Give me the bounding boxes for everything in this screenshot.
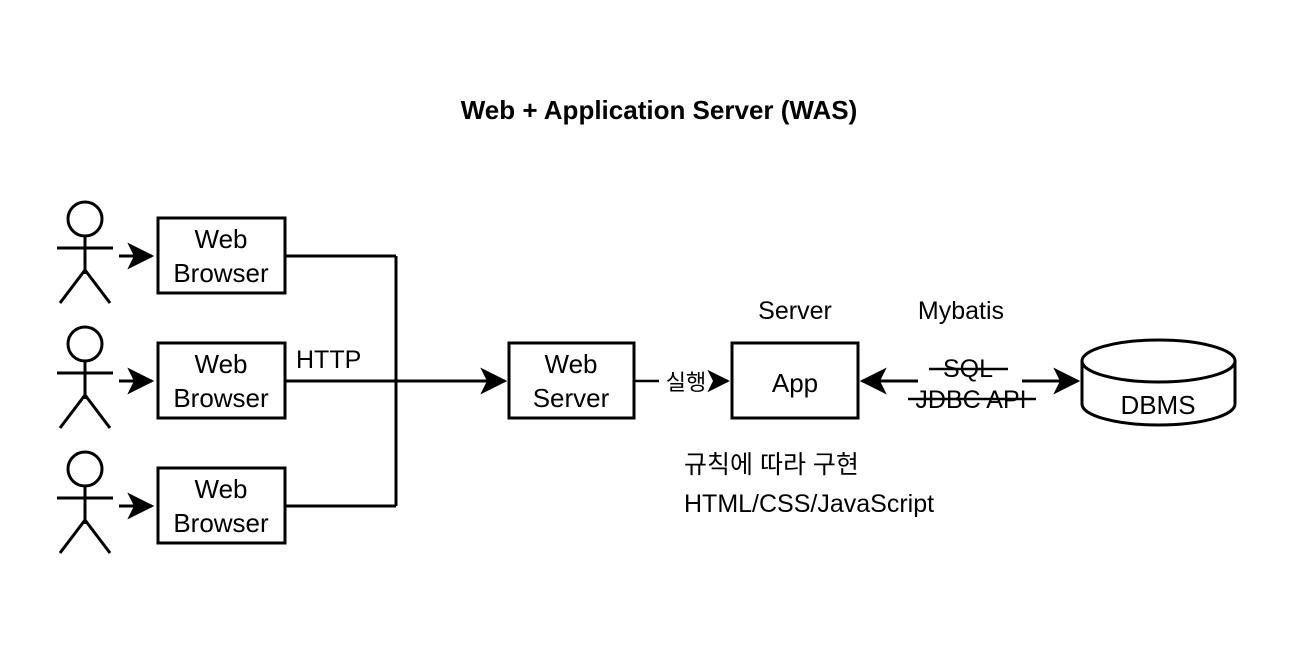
web-server-label-line2: Server bbox=[533, 383, 610, 413]
app-label: App bbox=[772, 368, 818, 398]
note-line-2: HTML/CSS/JavaScript bbox=[684, 490, 934, 518]
client-group-1: Web Browser bbox=[57, 200, 396, 304]
client-group-2: Web Browser bbox=[57, 325, 396, 429]
dbms-group: DBMS bbox=[1080, 338, 1237, 427]
client-group-3: Web Browser bbox=[57, 450, 396, 554]
stick-figure-icon-2 bbox=[57, 325, 113, 429]
stick-figure-icon-3 bbox=[57, 450, 113, 554]
web-browser-box-1[interactable] bbox=[156, 216, 287, 295]
app-server-caption: Server bbox=[758, 297, 832, 325]
dbms-label: DBMS bbox=[1120, 390, 1195, 420]
web-server-label-line1: Web bbox=[545, 349, 598, 379]
mybatis-caption: Mybatis bbox=[918, 297, 1004, 325]
web-browser-label-3-line1: Web bbox=[195, 474, 248, 504]
diagram-title: Web + Application Server (WAS) bbox=[461, 95, 858, 125]
app-group: App bbox=[730, 341, 860, 420]
web-browser-label-2-line2: Browser bbox=[173, 383, 269, 413]
stick-figure-icon-1 bbox=[57, 200, 113, 304]
note-line-1: 규칙에 따라 구현 bbox=[684, 451, 859, 479]
web-browser-label-1-line1: Web bbox=[195, 224, 248, 254]
app-box[interactable] bbox=[730, 341, 860, 420]
web-browser-label-1-line2: Browser bbox=[173, 258, 269, 288]
web-server-group: Web Server bbox=[507, 341, 636, 420]
web-browser-label-3-line2: Browser bbox=[173, 508, 269, 538]
web-browser-box-2[interactable] bbox=[156, 341, 287, 420]
exec-label: 실행 bbox=[666, 370, 706, 395]
http-label: HTTP bbox=[296, 346, 361, 374]
web-browser-label-2-line1: Web bbox=[195, 349, 248, 379]
dbms-cylinder-top bbox=[1080, 338, 1237, 384]
